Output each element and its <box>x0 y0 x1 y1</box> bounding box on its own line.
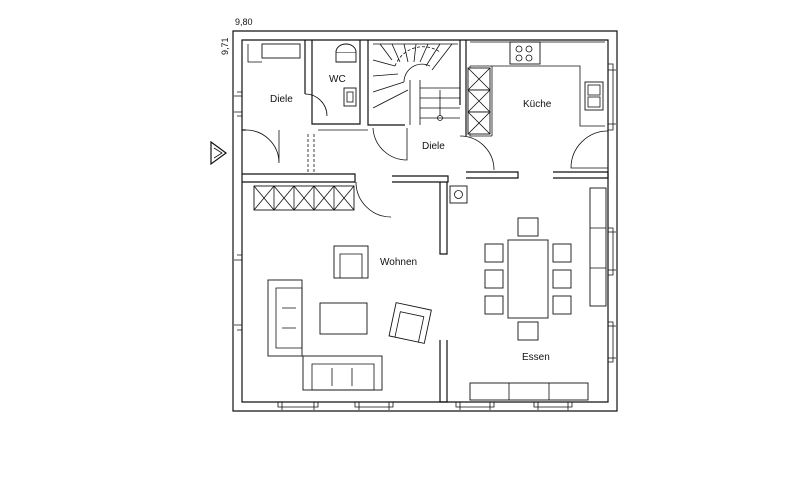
armchair-right <box>388 302 432 344</box>
room-label-wohnen: Wohnen <box>380 257 417 268</box>
dining-sideboard-right <box>589 187 607 307</box>
wc-fixtures <box>335 43 357 107</box>
room-label-essen: Essen <box>522 352 550 363</box>
wardrobe <box>261 43 301 59</box>
room-label-wc: WC <box>329 74 346 85</box>
room-label-kueche: Küche <box>523 99 552 110</box>
sofa-bottom <box>302 355 383 391</box>
depth-dimension-label: 9,71 <box>220 37 230 55</box>
coffee-table <box>319 302 368 335</box>
door-swings <box>245 93 609 218</box>
dining-set <box>484 217 572 341</box>
chimney <box>449 185 468 204</box>
armchair-top <box>333 245 369 279</box>
dining-sideboard-bottom <box>469 382 589 401</box>
living-shelf <box>253 185 355 211</box>
entrance-arrow-icon <box>210 140 228 166</box>
staircase <box>372 43 460 125</box>
windows <box>234 63 616 410</box>
sofa-left <box>267 279 303 357</box>
interior-walls <box>242 40 609 403</box>
room-label-diele-left: Diele <box>270 94 293 105</box>
kitchen-fixtures <box>467 41 605 137</box>
room-label-diele-center: Diele <box>422 141 445 152</box>
width-dimension-label: 9,80 <box>235 17 253 27</box>
